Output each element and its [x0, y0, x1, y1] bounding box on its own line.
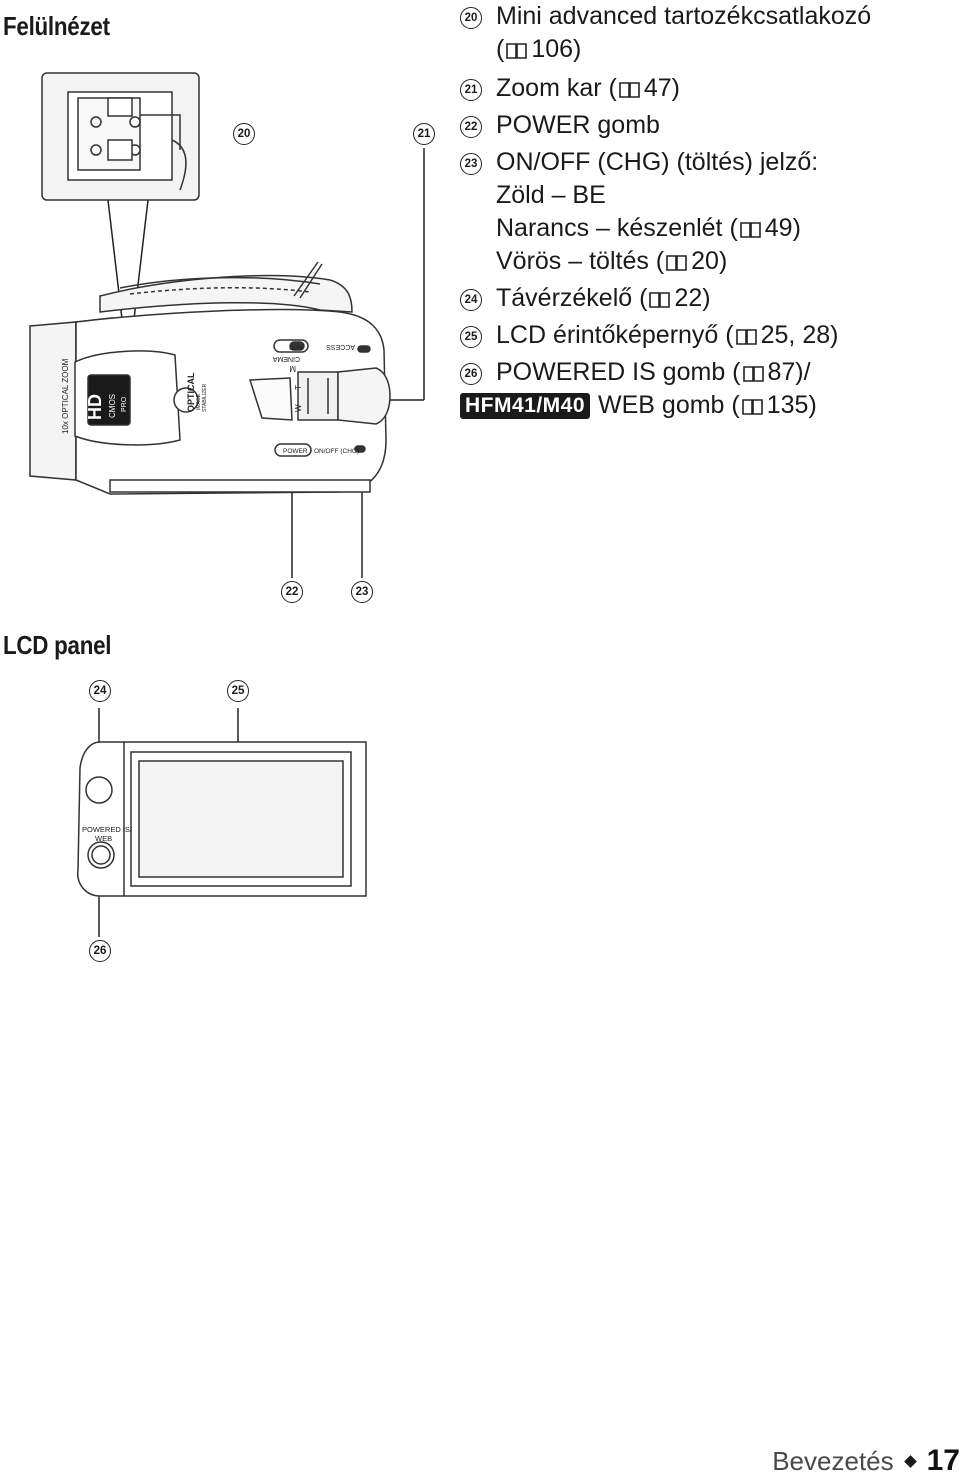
legend-item-22: 22 POWER gomb	[460, 109, 960, 142]
optical-zoom-label: 10x OPTICAL ZOOM	[61, 358, 70, 434]
callout-22: 22	[281, 581, 303, 603]
camcorder-top-view	[29, 261, 391, 495]
legend-item-25: 25 LCD érintőképernyő ( 25, 28)	[460, 319, 960, 352]
legend-text: ON/OFF (CHG) (töltés) jelző:	[496, 148, 819, 176]
page-number: 17	[926, 1444, 960, 1477]
legend-label: Zoom kar (	[496, 74, 617, 102]
legend-number: 21	[460, 79, 482, 101]
hd-logo-text: HD	[85, 394, 105, 420]
legend-text: HFM41/M40 WEB gomb ( 135)	[460, 389, 960, 422]
footer-section: Bevezetés	[772, 1445, 894, 1476]
legend-label: Narancs – készenlét (	[496, 214, 738, 242]
cinema-label: CINEMA	[272, 355, 300, 362]
legend-text: POWERED IS gomb ( 87)/	[496, 356, 960, 389]
page-ref: 25, 28)	[760, 321, 839, 349]
web-label: WEB	[95, 834, 112, 843]
page-ref: 20)	[691, 247, 728, 275]
page-ref: 47)	[643, 74, 680, 102]
stabilizer-text: STABILIZER	[202, 383, 208, 412]
legend-label: WEB gomb (	[598, 391, 740, 419]
book-icon	[649, 292, 671, 308]
auto-label: AUTO	[289, 344, 303, 350]
legend-number: 20	[460, 7, 482, 29]
optical-is-text: OPTICAL	[186, 372, 196, 412]
m-label: M	[289, 364, 296, 373]
book-icon	[735, 329, 757, 345]
callout-23: 23	[351, 581, 373, 603]
book-icon	[666, 255, 687, 271]
legend-text: Mini advanced tartozékcsatlakozó	[496, 2, 872, 30]
remote-sensor-icon	[85, 776, 113, 804]
diamond-icon	[903, 1454, 917, 1468]
zoom-t-label: T	[294, 385, 303, 390]
page-ref: 87)/	[767, 358, 811, 386]
camera-diagram: 10x OPTICAL ZOOM HD CMOS PRO OPTICAL IMA…	[29, 72, 425, 937]
legend-item-23: 23 ON/OFF (CHG) (töltés) jelző: Zöld – B…	[460, 146, 960, 278]
legend-text: Zöld – BE	[496, 181, 606, 209]
lcd-panel-drawing	[77, 741, 367, 897]
power-label: POWER	[283, 448, 308, 455]
cmos-text: CMOS	[108, 394, 117, 418]
book-icon	[506, 43, 528, 59]
callout-20: 20	[233, 123, 255, 145]
legend-text: Narancs – készenlét ( 49)	[496, 212, 960, 245]
callout-24: 24	[89, 680, 111, 702]
onoff-label: ON/OFF (CHG)	[314, 448, 359, 455]
top-view-title: Felülnézet	[3, 11, 110, 41]
legend-item-21: 21 Zoom kar ( 47)	[460, 72, 960, 105]
legend-text: LCD érintőképernyő ( 25, 28)	[496, 319, 960, 352]
legend-label: Távérzékelő (	[496, 284, 648, 312]
book-icon	[741, 399, 763, 415]
legend-text: Zoom kar ( 47)	[496, 72, 960, 105]
legend-number: 23	[460, 153, 482, 175]
image-text: IMAGE	[196, 393, 202, 410]
legend-item-26: 26 POWERED IS gomb ( 87)/ HFM41/M40 WEB go…	[460, 356, 960, 422]
pro-text: PRO	[121, 396, 128, 412]
accessory-shoe-inset	[41, 72, 200, 201]
parts-legend: 20 Mini advanced tartozékcsatlakozó (106…	[460, 0, 960, 422]
book-icon	[742, 366, 764, 382]
book-icon	[739, 222, 761, 238]
access-label: ACCESS	[326, 343, 355, 350]
legend-text: POWER gomb	[496, 111, 660, 139]
callout-25: 25	[227, 680, 249, 702]
lcd-panel-title: LCD panel	[3, 630, 112, 660]
legend-text: (106)	[496, 35, 582, 63]
legend-number: 25	[460, 326, 482, 348]
callout-26: 26	[89, 940, 111, 962]
legend-label: POWERED IS gomb (	[496, 358, 741, 386]
page-footer: Bevezetés 17	[772, 1443, 960, 1479]
legend-item-20: 20 Mini advanced tartozékcsatlakozó (106…	[460, 0, 960, 66]
page-ref: 49)	[764, 214, 801, 242]
callout-21: 21	[413, 123, 435, 145]
legend-number: 24	[460, 289, 482, 311]
page-ref: 106)	[531, 35, 582, 63]
legend-label: LCD érintőképernyő (	[496, 321, 734, 349]
powered-is-label: POWERED IS/	[82, 825, 133, 834]
book-icon	[619, 82, 640, 98]
page-ref: 135)	[766, 391, 817, 419]
legend-text: Vörös – töltés ( 20)	[496, 245, 960, 278]
model-badge: HFM41/M40	[460, 393, 591, 419]
zoom-w-label: W	[294, 404, 303, 412]
legend-number: 26	[460, 363, 482, 385]
legend-label: Vörös – töltés (	[496, 247, 665, 275]
legend-text: Távérzékelő ( 22)	[496, 282, 960, 315]
legend-number: 22	[460, 116, 482, 138]
legend-item-24: 24 Távérzékelő ( 22)	[460, 282, 960, 315]
page-ref: 22)	[674, 284, 711, 312]
